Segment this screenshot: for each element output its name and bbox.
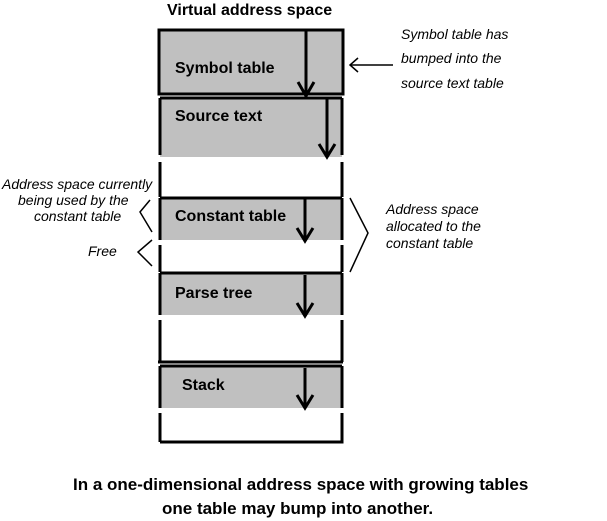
note-line: allocated to the [386, 218, 481, 234]
note-line: Address space currently [1, 176, 153, 192]
growth-arrow-icon [295, 199, 315, 244]
free-annotation: Free [88, 239, 153, 267]
segment-parse-tree: Parse tree [158, 271, 344, 364]
segment-symbol-table: Symbol table [157, 28, 345, 100]
note-line: bumped into the [401, 50, 502, 66]
segment-label: Symbol table [175, 60, 275, 77]
left-arrow-icon [348, 57, 393, 73]
growth-arrow-icon [295, 275, 315, 319]
note-line: Symbol table has [401, 26, 508, 42]
growth-arrow-icon [296, 31, 316, 100]
segment-source-text: Source text [158, 96, 344, 197]
segment-stack: Stack [158, 364, 344, 444]
caption-line-1: In a one-dimensional address space with … [73, 475, 528, 494]
growth-arrow-icon [295, 368, 315, 411]
note-line: constant table [386, 235, 473, 251]
note-line: constant table [34, 208, 121, 224]
bracket-icon [136, 239, 153, 267]
note-line: source text table [401, 75, 504, 91]
allocated-annotation: Address space allocated to the constant … [349, 197, 481, 273]
segment-label: Parse tree [175, 285, 252, 302]
caption-line-2: one table may bump into another. [162, 499, 433, 518]
note-line: being used by the [18, 192, 129, 208]
note-line: Free [88, 243, 117, 259]
growth-arrow-icon [317, 99, 337, 160]
bracket-icon [349, 197, 369, 273]
note-line: Address space [385, 201, 479, 217]
diagram-title: Virtual address space [167, 2, 332, 19]
used-annotation: Address space currently being used by th… [1, 176, 153, 233]
bracket-icon [139, 199, 153, 233]
segment-label: Stack [182, 377, 225, 394]
segment-constant-table: Constant table [158, 196, 344, 272]
segment-label: Constant table [175, 208, 286, 225]
segment-label: Source text [175, 108, 263, 125]
bump-annotation: Symbol table has bumped into the source … [348, 26, 508, 91]
